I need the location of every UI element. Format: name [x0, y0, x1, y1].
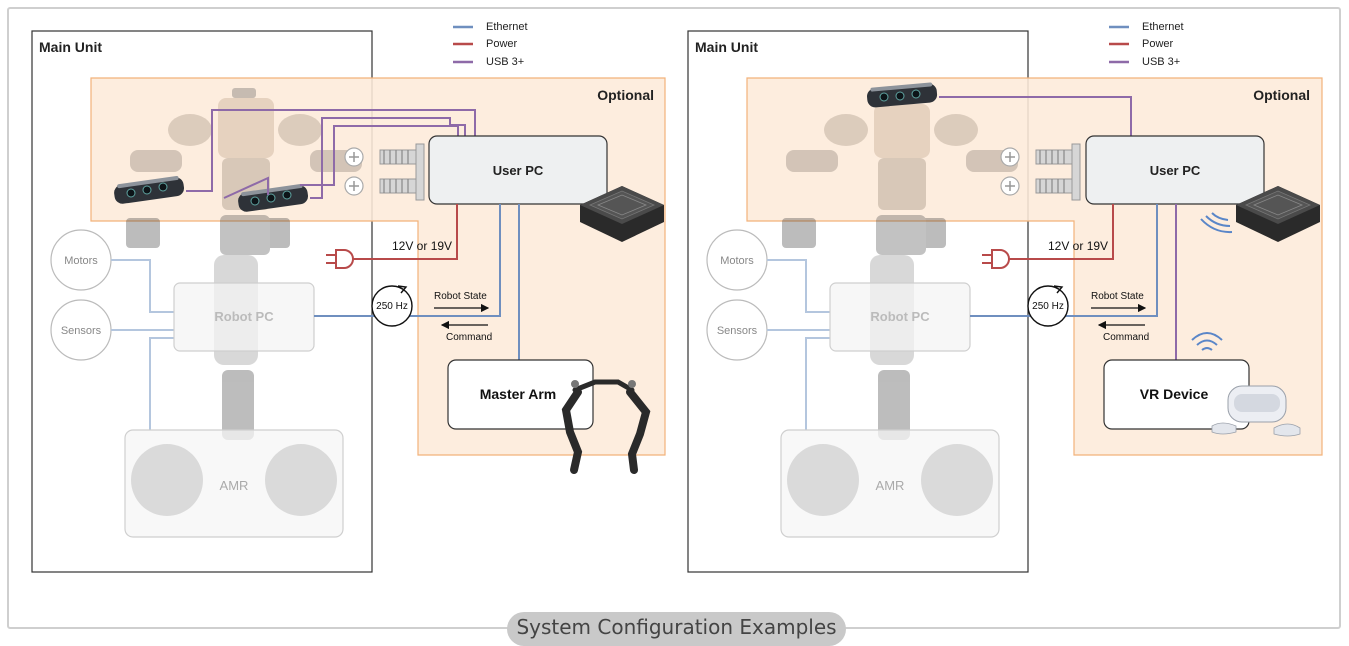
motors-label: Motors	[64, 255, 98, 267]
wifi-icon-pc	[1200, 212, 1233, 234]
rate-label: 250 Hz	[376, 301, 408, 312]
mini-pc-image	[580, 186, 664, 242]
legend-usb-label: USB 3+	[486, 56, 524, 68]
camera-head	[867, 82, 938, 108]
rate-label: 250 Hz	[1032, 301, 1064, 312]
vr-headset-image	[1211, 385, 1301, 437]
mini-pc-image	[1236, 186, 1320, 242]
legend-power-label: Power	[486, 38, 518, 50]
amr-box	[780, 429, 1000, 538]
robot-pc-label: Robot PC	[214, 309, 274, 324]
amr-label: AMR	[876, 478, 905, 493]
sensors-label: Sensors	[61, 325, 102, 337]
master-arm-box	[447, 359, 594, 430]
master-arm-image	[561, 379, 651, 474]
vr-device-label: VR Device	[1140, 386, 1209, 402]
legend: Ethernet Power USB 3+	[1109, 21, 1184, 68]
mounting-screws	[344, 143, 425, 201]
wifi-icon-device	[1191, 332, 1223, 351]
sensors-label: Sensors	[717, 325, 758, 337]
master-arm-label: Master Arm	[480, 386, 557, 402]
power-label: 12V or 19V	[392, 239, 452, 253]
command-label: Command	[1103, 332, 1149, 343]
power-plug-icon	[982, 249, 1010, 269]
robot-pc-label: Robot PC	[870, 309, 930, 324]
main-unit-label: Main Unit	[39, 39, 102, 55]
power-line	[1009, 204, 1114, 260]
legend-power-label: Power	[1142, 38, 1174, 50]
camera-right	[238, 184, 309, 212]
command-label: Command	[446, 332, 492, 343]
motors-label: Motors	[720, 255, 754, 267]
internal-ethernet	[111, 259, 174, 430]
legend-ethernet-label: Ethernet	[1142, 21, 1184, 33]
usb-line	[939, 96, 1132, 136]
robot-silhouette	[782, 104, 1018, 440]
optional-label: Optional	[1253, 87, 1310, 103]
power-label: 12V or 19V	[1048, 239, 1108, 253]
amr-wheels	[787, 444, 993, 516]
mounting-screws	[1000, 143, 1081, 201]
main-unit-label: Main Unit	[695, 39, 758, 55]
rate-indicator	[1027, 285, 1069, 327]
internal-ethernet	[767, 259, 830, 430]
panel-master-arm: Main Unit Optional	[31, 21, 666, 573]
robot-state-label: Robot State	[434, 291, 487, 302]
amr-label: AMR	[220, 478, 249, 493]
amr-wheels	[131, 444, 337, 516]
optional-label: Optional	[597, 87, 654, 103]
rate-indicator	[371, 285, 413, 327]
camera-left	[114, 176, 185, 204]
robot-state-label: Robot State	[1091, 291, 1144, 302]
power-line	[353, 204, 458, 260]
usb-lines	[186, 109, 476, 199]
legend-usb-label: USB 3+	[1142, 56, 1180, 68]
amr-box	[124, 429, 344, 538]
legend-ethernet-label: Ethernet	[486, 21, 528, 33]
user-pc-label: User PC	[1150, 163, 1201, 178]
legend: Ethernet Power USB 3+	[453, 21, 528, 68]
user-pc-label: User PC	[493, 163, 544, 178]
power-plug-icon	[326, 249, 354, 269]
panel-vr-device: Main Unit Optional	[687, 21, 1323, 573]
diagram-canvas: Main Unit Optional	[31, 21, 1323, 573]
figure-caption: System Configuration Examples	[507, 612, 846, 646]
